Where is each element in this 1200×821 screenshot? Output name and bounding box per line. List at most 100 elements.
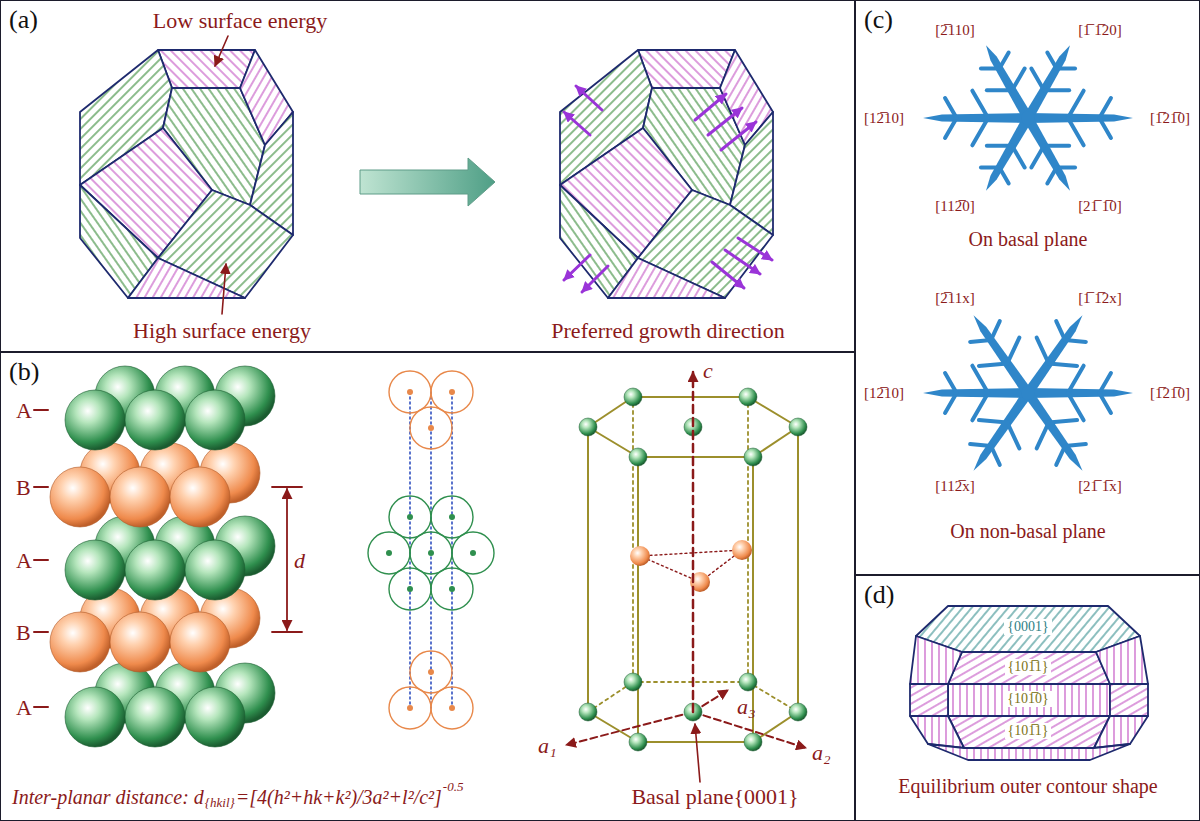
formula-text: Inter-planar distance: d — [12, 786, 204, 809]
snowflake-branch — [1044, 144, 1069, 148]
crystal-face — [916, 606, 1140, 652]
direction-index: [112̅0] — [935, 198, 974, 215]
crystal-face — [158, 50, 255, 88]
hcp-unit-cell — [566, 372, 807, 751]
layer-letter: A — [16, 548, 32, 573]
direction-index: [1̅21̅0] — [1150, 110, 1190, 127]
snowflake-arm — [986, 45, 1032, 120]
snowflake-branch — [1057, 165, 1075, 169]
crystal-face — [948, 716, 1110, 748]
layer-tick — [34, 631, 48, 633]
panel-letter: (b) — [9, 357, 39, 387]
atom-sphere — [744, 448, 762, 466]
growth-arrow — [738, 238, 772, 260]
atom-sphere — [732, 540, 752, 560]
snowflake-branch — [1065, 444, 1086, 446]
formula-text: =[4(h²+hk+k²)/3a²+l²/c²] — [236, 786, 442, 809]
snowflake-branch — [1037, 423, 1049, 449]
atom-outline — [368, 532, 410, 574]
atom-sphere — [624, 388, 642, 406]
atom-sphere — [50, 612, 110, 672]
snowflake-branch — [1056, 321, 1065, 340]
atom-center — [407, 389, 413, 395]
atom-center — [407, 514, 413, 520]
snowflake-branch — [1007, 423, 1019, 449]
layer-letter: A — [16, 695, 32, 720]
facet-index: {101̅1} — [1005, 659, 1052, 675]
atom-outline — [431, 496, 473, 538]
atom-center — [407, 705, 413, 711]
growth-arrow — [576, 86, 602, 110]
snowflake-branch — [1068, 393, 1084, 420]
atom-center — [470, 550, 476, 556]
snowflake-branch — [981, 67, 999, 71]
layer-letter: B — [16, 620, 31, 645]
dimension-tick — [272, 631, 302, 633]
crystal-face — [910, 716, 964, 748]
cell-edge — [587, 427, 589, 712]
atom-sphere — [65, 687, 125, 747]
atom-outline — [389, 568, 431, 610]
atom-sphere — [579, 418, 597, 436]
crystal-face — [1096, 636, 1148, 684]
cell-edge — [638, 741, 753, 743]
atom-center — [407, 586, 413, 592]
snowflake-branch — [1099, 118, 1111, 138]
snowflake-arm — [1028, 113, 1133, 123]
direction-index: [21̅ 1̅0] — [1078, 198, 1122, 215]
figure-panel: (c) — [855, 0, 1200, 575]
crystal-face — [128, 258, 245, 298]
growth-arrow — [721, 122, 756, 150]
snowflake-arm — [923, 388, 1028, 398]
transition-arrow — [360, 158, 495, 206]
atom-outline — [431, 568, 473, 610]
facet-index: {0001} — [1004, 619, 1051, 635]
snowflake-branch — [1068, 366, 1084, 393]
atom-sphere — [624, 673, 642, 691]
snowflake-arm — [923, 113, 1028, 123]
axis-label: a₂ — [812, 740, 831, 765]
leader-line — [222, 264, 226, 314]
interior-triangle — [640, 550, 742, 556]
atom-outline — [410, 651, 452, 693]
cell-edge — [638, 456, 753, 458]
formula-superscript: -0.5 — [443, 780, 464, 795]
growth-arrow — [564, 112, 590, 135]
cell-edge — [633, 396, 748, 398]
crystal-face — [910, 636, 962, 684]
growth-arrow — [582, 266, 608, 292]
crystal-face — [608, 258, 725, 298]
snowflake-arm — [1024, 315, 1083, 396]
layer-tick — [34, 486, 48, 488]
facet-index: {101̅1} — [1005, 723, 1052, 739]
snowflake-branch — [991, 321, 1000, 340]
snowflake-branch — [970, 444, 991, 446]
snowflake-branch — [972, 366, 988, 393]
snowflake-branch — [979, 363, 1007, 365]
snowflake-branch — [972, 91, 988, 118]
snowflake-branch — [1044, 88, 1069, 92]
atom-sphere — [110, 467, 170, 527]
atom-sphere — [744, 733, 762, 751]
snowflake-figure — [923, 315, 1133, 471]
atom-sphere — [629, 448, 647, 466]
callout-label: High surface energy — [133, 318, 311, 343]
snowflake-arm — [986, 116, 1032, 191]
snowflake-branch — [1031, 146, 1044, 168]
direction-index: [21̅ 1̅x] — [1078, 478, 1122, 495]
atom-sphere — [65, 390, 125, 450]
atom-sphere — [185, 540, 245, 600]
snowflake-branch — [1047, 53, 1056, 69]
atom-sphere — [125, 687, 185, 747]
atom-sphere — [579, 703, 597, 721]
atom-center — [428, 425, 434, 431]
snowflake-branch — [981, 165, 999, 169]
crystal-face — [928, 744, 1130, 760]
cell-edge-hidden — [633, 681, 748, 683]
figure-caption: Equilibrium outer contour shape — [898, 775, 1157, 798]
snowflake-branch — [1037, 338, 1049, 364]
direction-index: [12̅10] — [864, 385, 904, 402]
layer-letter: A — [16, 398, 32, 423]
direction-index: [1̅ 1̅20] — [1078, 22, 1122, 39]
cell-edge-hidden — [747, 397, 749, 682]
